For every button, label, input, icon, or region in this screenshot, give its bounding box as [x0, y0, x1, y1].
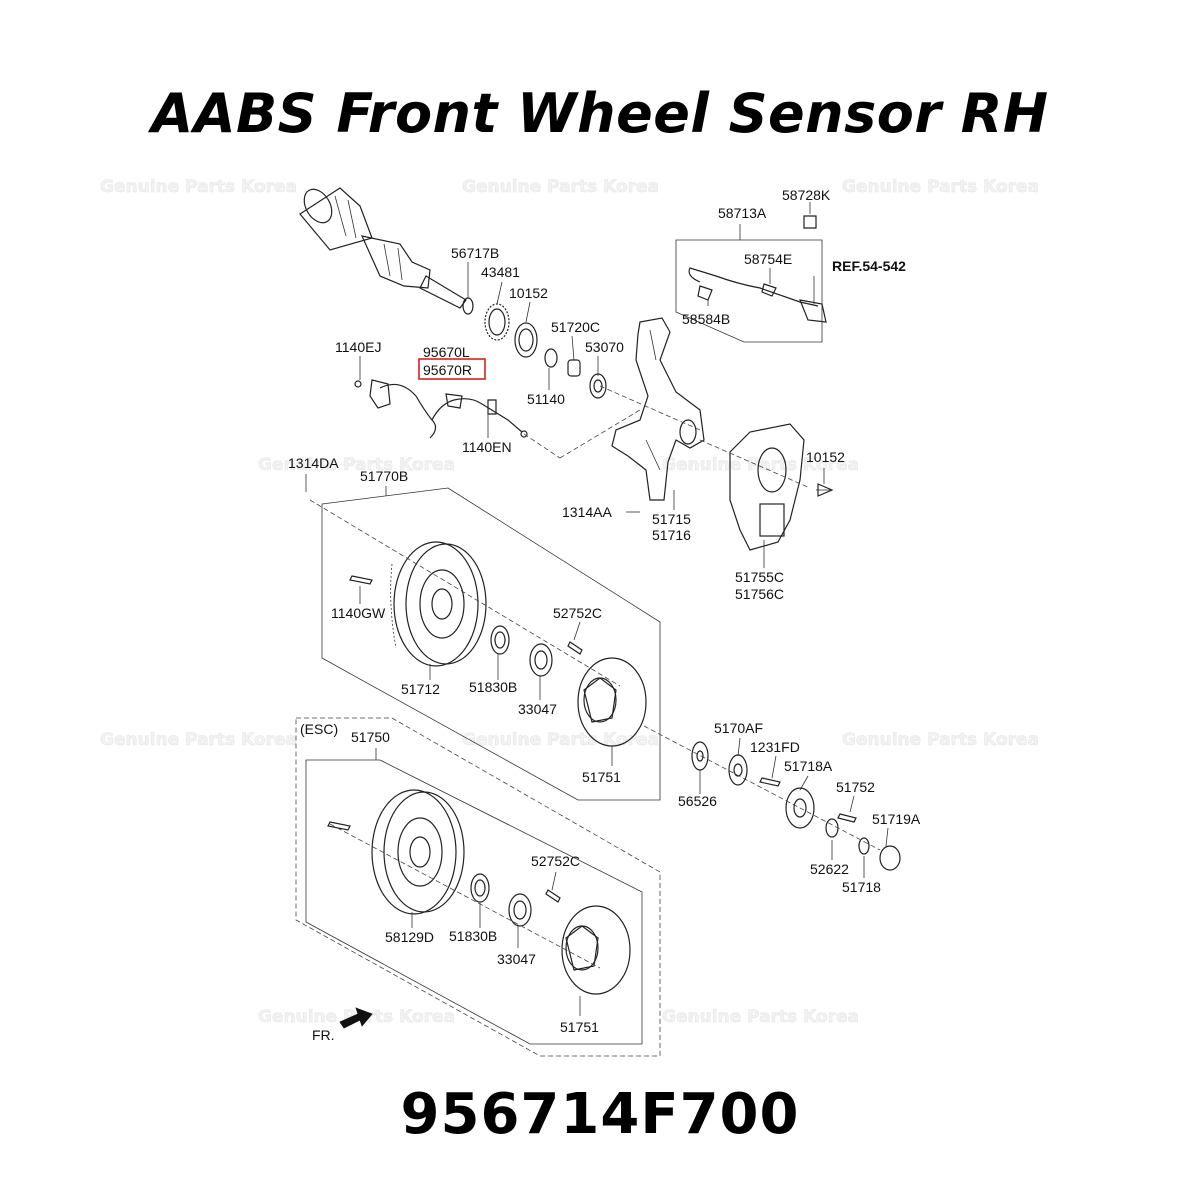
- steering-knuckle-drawing: [611, 317, 705, 501]
- callout-label: 1140EN: [462, 439, 512, 455]
- callout-label: 51140: [527, 391, 565, 407]
- callout-label: 51716: [652, 527, 691, 543]
- callout-label: 51830B: [469, 679, 517, 695]
- callout-label: 51751: [560, 1019, 599, 1035]
- callout-label: 52752C: [553, 605, 602, 621]
- watermark-text: Genuine Parts Korea: [662, 455, 859, 475]
- diagram-title: AABS Front Wheel Sensor RH: [151, 82, 1049, 145]
- watermark-text: Genuine Parts Korea: [462, 730, 659, 750]
- callout-label: 51718: [842, 879, 881, 895]
- callout-labels: 56717B 43481 10152 51720C 53070 51140 11…: [288, 187, 921, 1043]
- leader-lines: [305, 202, 889, 1016]
- assembly-outlines: [295, 239, 823, 1057]
- watermark-text: Genuine Parts Korea: [842, 730, 1039, 750]
- callout-label: 51752: [836, 779, 875, 795]
- watermark-text: Genuine Parts Korea: [462, 177, 659, 197]
- callout-label: 58728K: [782, 187, 831, 203]
- callout-label: 51712: [401, 681, 440, 697]
- dust-shield-drawing: [729, 423, 834, 551]
- callout-label: 56526: [678, 793, 717, 809]
- drive-shaft-drawing: [299, 187, 467, 309]
- callout-label: 5170AF: [714, 720, 763, 736]
- callout-label: 33047: [518, 701, 557, 717]
- esc-label: (ESC): [300, 721, 338, 737]
- callout-label: 58129D: [385, 929, 434, 945]
- callout-label: 1140EJ: [335, 339, 381, 355]
- callout-label-highlighted: 95670R: [423, 362, 472, 378]
- target-part-highlight: [418, 358, 486, 380]
- rotor-hub-group-standard: [349, 541, 647, 747]
- watermark-text: Genuine Parts Korea: [100, 730, 297, 750]
- callout-label: 53070: [585, 339, 624, 355]
- callout-label: 1314AA: [562, 504, 612, 520]
- callout-label: 58754E: [744, 251, 792, 267]
- callout-label: 51715: [652, 511, 691, 527]
- callout-label: 52752C: [531, 853, 580, 869]
- watermark-text: Genuine Parts Korea: [662, 1007, 859, 1027]
- front-direction-label: FR.: [312, 1027, 335, 1043]
- rotor-hub-group-esc: [327, 789, 631, 995]
- callout-label: 56717B: [451, 245, 499, 261]
- reference-label: REF.54-542: [832, 258, 906, 274]
- callout-label: 1314DA: [288, 455, 339, 471]
- callout-label: 10152: [509, 285, 548, 301]
- watermark-text: Genuine Parts Korea: [842, 177, 1039, 197]
- callout-label: 51719A: [872, 811, 921, 827]
- callout-label: 58713A: [718, 205, 767, 221]
- wheel-speed-sensor-drawing: [354, 379, 528, 439]
- callout-label: 33047: [497, 951, 536, 967]
- callout-label: 1140GW: [331, 605, 386, 621]
- callout-label: 43481: [481, 264, 520, 280]
- callout-label: 1231FD: [750, 739, 800, 755]
- part-number: 956714F700: [400, 1082, 800, 1147]
- watermark-text: Genuine Parts Korea: [100, 177, 297, 197]
- brake-hose-drawing: [688, 215, 827, 323]
- callout-label: 58584B: [682, 311, 730, 327]
- callout-label: 51750: [351, 729, 390, 745]
- watermark-text: Genuine Parts Korea: [258, 455, 455, 475]
- callout-label: 51770B: [360, 468, 408, 484]
- callout-label: 51830B: [449, 928, 497, 944]
- watermark-layer: Genuine Parts Korea Genuine Parts Korea …: [100, 177, 1040, 1028]
- callout-label: 51718A: [784, 758, 833, 774]
- callout-label: 51755C: [735, 569, 784, 585]
- callout-label: 95670L: [423, 344, 470, 360]
- callout-label: 51751: [582, 769, 621, 785]
- callout-label: 51720C: [551, 319, 600, 335]
- callout-label: 51756C: [735, 586, 784, 602]
- callout-label: 52622: [810, 861, 849, 877]
- front-arrow-icon: [339, 1007, 373, 1029]
- callout-label: 10152: [806, 449, 845, 465]
